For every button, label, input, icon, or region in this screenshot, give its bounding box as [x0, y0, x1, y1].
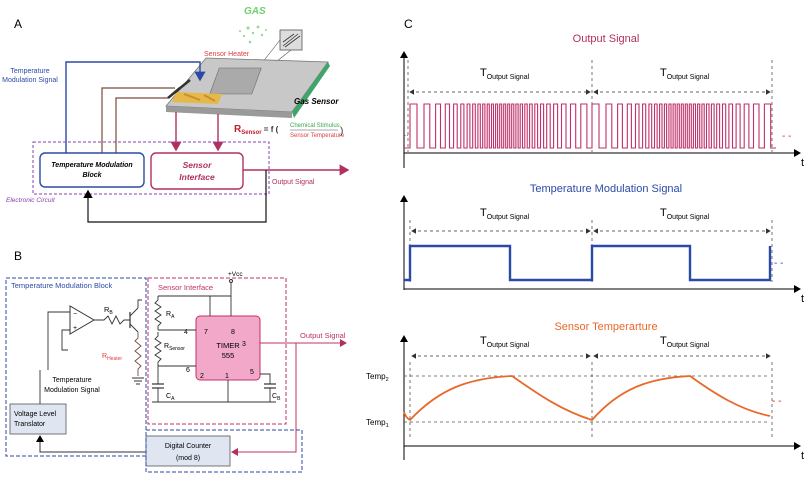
- timer-label-line1: TIMER: [216, 341, 240, 350]
- heater-pin-line-2: [115, 97, 168, 153]
- sensor-chip-zoom-icon: [257, 29, 303, 74]
- output-signal-label: Output Signal: [272, 179, 315, 186]
- output-signal-title: Output Signal: [573, 33, 640, 45]
- temp-mod-signal-label-b1: Temperature: [52, 377, 91, 384]
- chemical-stimulus-label: Chemical Stimulus: [290, 123, 340, 129]
- temp-block-label-line2: Block: [82, 172, 102, 179]
- heater-resistor-icon: [134, 332, 142, 376]
- panel-b-label: B: [14, 249, 22, 263]
- output-pulse-train: [404, 103, 776, 149]
- output-to-counter-arrow: [231, 343, 297, 456]
- temp-mod-block-title: Temperature Modulation Block: [11, 281, 113, 290]
- vcc-label: +Vcc: [228, 271, 243, 278]
- electronic-circuit-label: Electronic Circuit: [6, 197, 56, 204]
- feedback-arrow: [83, 170, 267, 223]
- temp-mod-signal-label-b2: Modulation Signal: [44, 387, 100, 394]
- panel-c: C Output Signal t TOutput Signal TOutput…: [366, 17, 804, 462]
- temp-mod-signal-label-line2: Modulation Signal: [2, 77, 58, 84]
- sensor-temp-curve: [403, 375, 771, 422]
- pin-6: 6: [186, 367, 190, 374]
- output-continuation: - -: [782, 131, 791, 142]
- gas-molecules-icon: [239, 25, 267, 44]
- counter-label-line1: Digital Counter: [165, 443, 212, 450]
- pin-7: 7: [204, 329, 208, 336]
- sensor-interface-title: Sensor Interface: [158, 283, 213, 292]
- output-period-label-1: TOutput Signal: [480, 67, 530, 81]
- output-start-dots: ..: [404, 129, 408, 138]
- counter-region: [145, 429, 303, 473]
- tms-continuation: - -: [774, 258, 783, 269]
- op-amp-icon: [69, 305, 95, 335]
- pin-1: 1: [225, 373, 229, 380]
- digital-counter-block: [145, 435, 231, 467]
- temp-period-label-1: TOutput Signal: [480, 335, 530, 349]
- sensor-heater-label: Sensor Heater: [204, 51, 250, 58]
- voltage-level-translator-block: [9, 403, 67, 435]
- svg-text:−: −: [73, 311, 77, 318]
- svg-text:+: +: [73, 325, 77, 332]
- temp-mod-signal-label-line1: Temperature: [10, 68, 49, 75]
- ca-label: CA: [166, 393, 175, 402]
- panel-a: A GAS Sensor Heater Temperature: [2, 6, 350, 223]
- pin-5: 5: [250, 369, 254, 376]
- sensor-temp-t-label: t: [801, 450, 804, 462]
- heater-drive-arrow: [65, 61, 206, 153]
- temp-block-label-line1: Temperature Modulation: [51, 162, 132, 169]
- sensor-interface-region: [147, 277, 287, 425]
- equation-close-paren: ): [340, 126, 343, 137]
- sensor-interface-label-line1: Sensor: [183, 160, 213, 170]
- ra-label: RA: [166, 311, 175, 320]
- sensor-interface-block: [150, 152, 244, 190]
- vlt-label-line2: Translator: [14, 421, 46, 428]
- counter-label-line2: (mod 8): [176, 455, 200, 462]
- rsensor-label: RSensor: [164, 343, 185, 352]
- tms-title: Temperature Modulation Signal: [530, 183, 682, 195]
- panel-a-label: A: [14, 17, 22, 31]
- electronic-circuit-box: [32, 141, 270, 195]
- resistor-rb-icon: [94, 314, 130, 326]
- output-t-label: t: [801, 157, 804, 169]
- r-sensor-symbol: RSensor = f (: [234, 124, 279, 136]
- tms-square-wave: [404, 244, 772, 282]
- pin-8: 8: [231, 329, 235, 336]
- rheater-label: RHeater: [102, 353, 122, 362]
- counter-to-translator-arrow: [36, 435, 146, 453]
- resistor-ra-icon: [154, 296, 162, 330]
- temp-modulation-block: [39, 152, 145, 188]
- temp1-label: Temp1: [366, 418, 389, 429]
- pin-4: 4: [184, 329, 188, 336]
- vlt-label-line1: Voltage Level: [14, 411, 56, 418]
- heater-pin-line-1: [101, 87, 175, 153]
- temp2-label: Temp2: [366, 372, 389, 383]
- output-signal-label-b: Output Signal: [300, 331, 346, 340]
- timer-label-line2: 555: [222, 351, 235, 360]
- temp-modulation-block-region: [5, 277, 147, 457]
- rb-label: RB: [104, 305, 113, 316]
- pin-2: 2: [200, 373, 204, 380]
- cb-label: CB: [272, 393, 281, 402]
- gas-sensor-board-icon: [165, 57, 330, 118]
- sensor-temperature-label: Sensor Temperature: [290, 133, 345, 139]
- sensor-interface-label-line2: Interface: [179, 172, 215, 182]
- tms-t-label: t: [801, 293, 804, 305]
- temp-continuation: - -: [772, 396, 781, 407]
- tms-period-label-1: TOutput Signal: [480, 207, 530, 221]
- temp-period-label-2: TOutput Signal: [660, 335, 710, 349]
- panel-c-label: C: [404, 17, 413, 31]
- pin-3: 3: [242, 341, 246, 348]
- panel-b: B Temperature Modulation Block Sensor In…: [5, 249, 347, 473]
- output-period-label-2: TOutput Signal: [660, 67, 710, 81]
- sensor-temp-title: Sensor Temperarture: [554, 321, 657, 333]
- gas-sensor-label: Gas Sensor: [294, 97, 339, 106]
- tms-period-label-2: TOutput Signal: [660, 207, 710, 221]
- gas-label: GAS: [244, 6, 266, 17]
- resistor-rsensor-icon: [154, 332, 162, 366]
